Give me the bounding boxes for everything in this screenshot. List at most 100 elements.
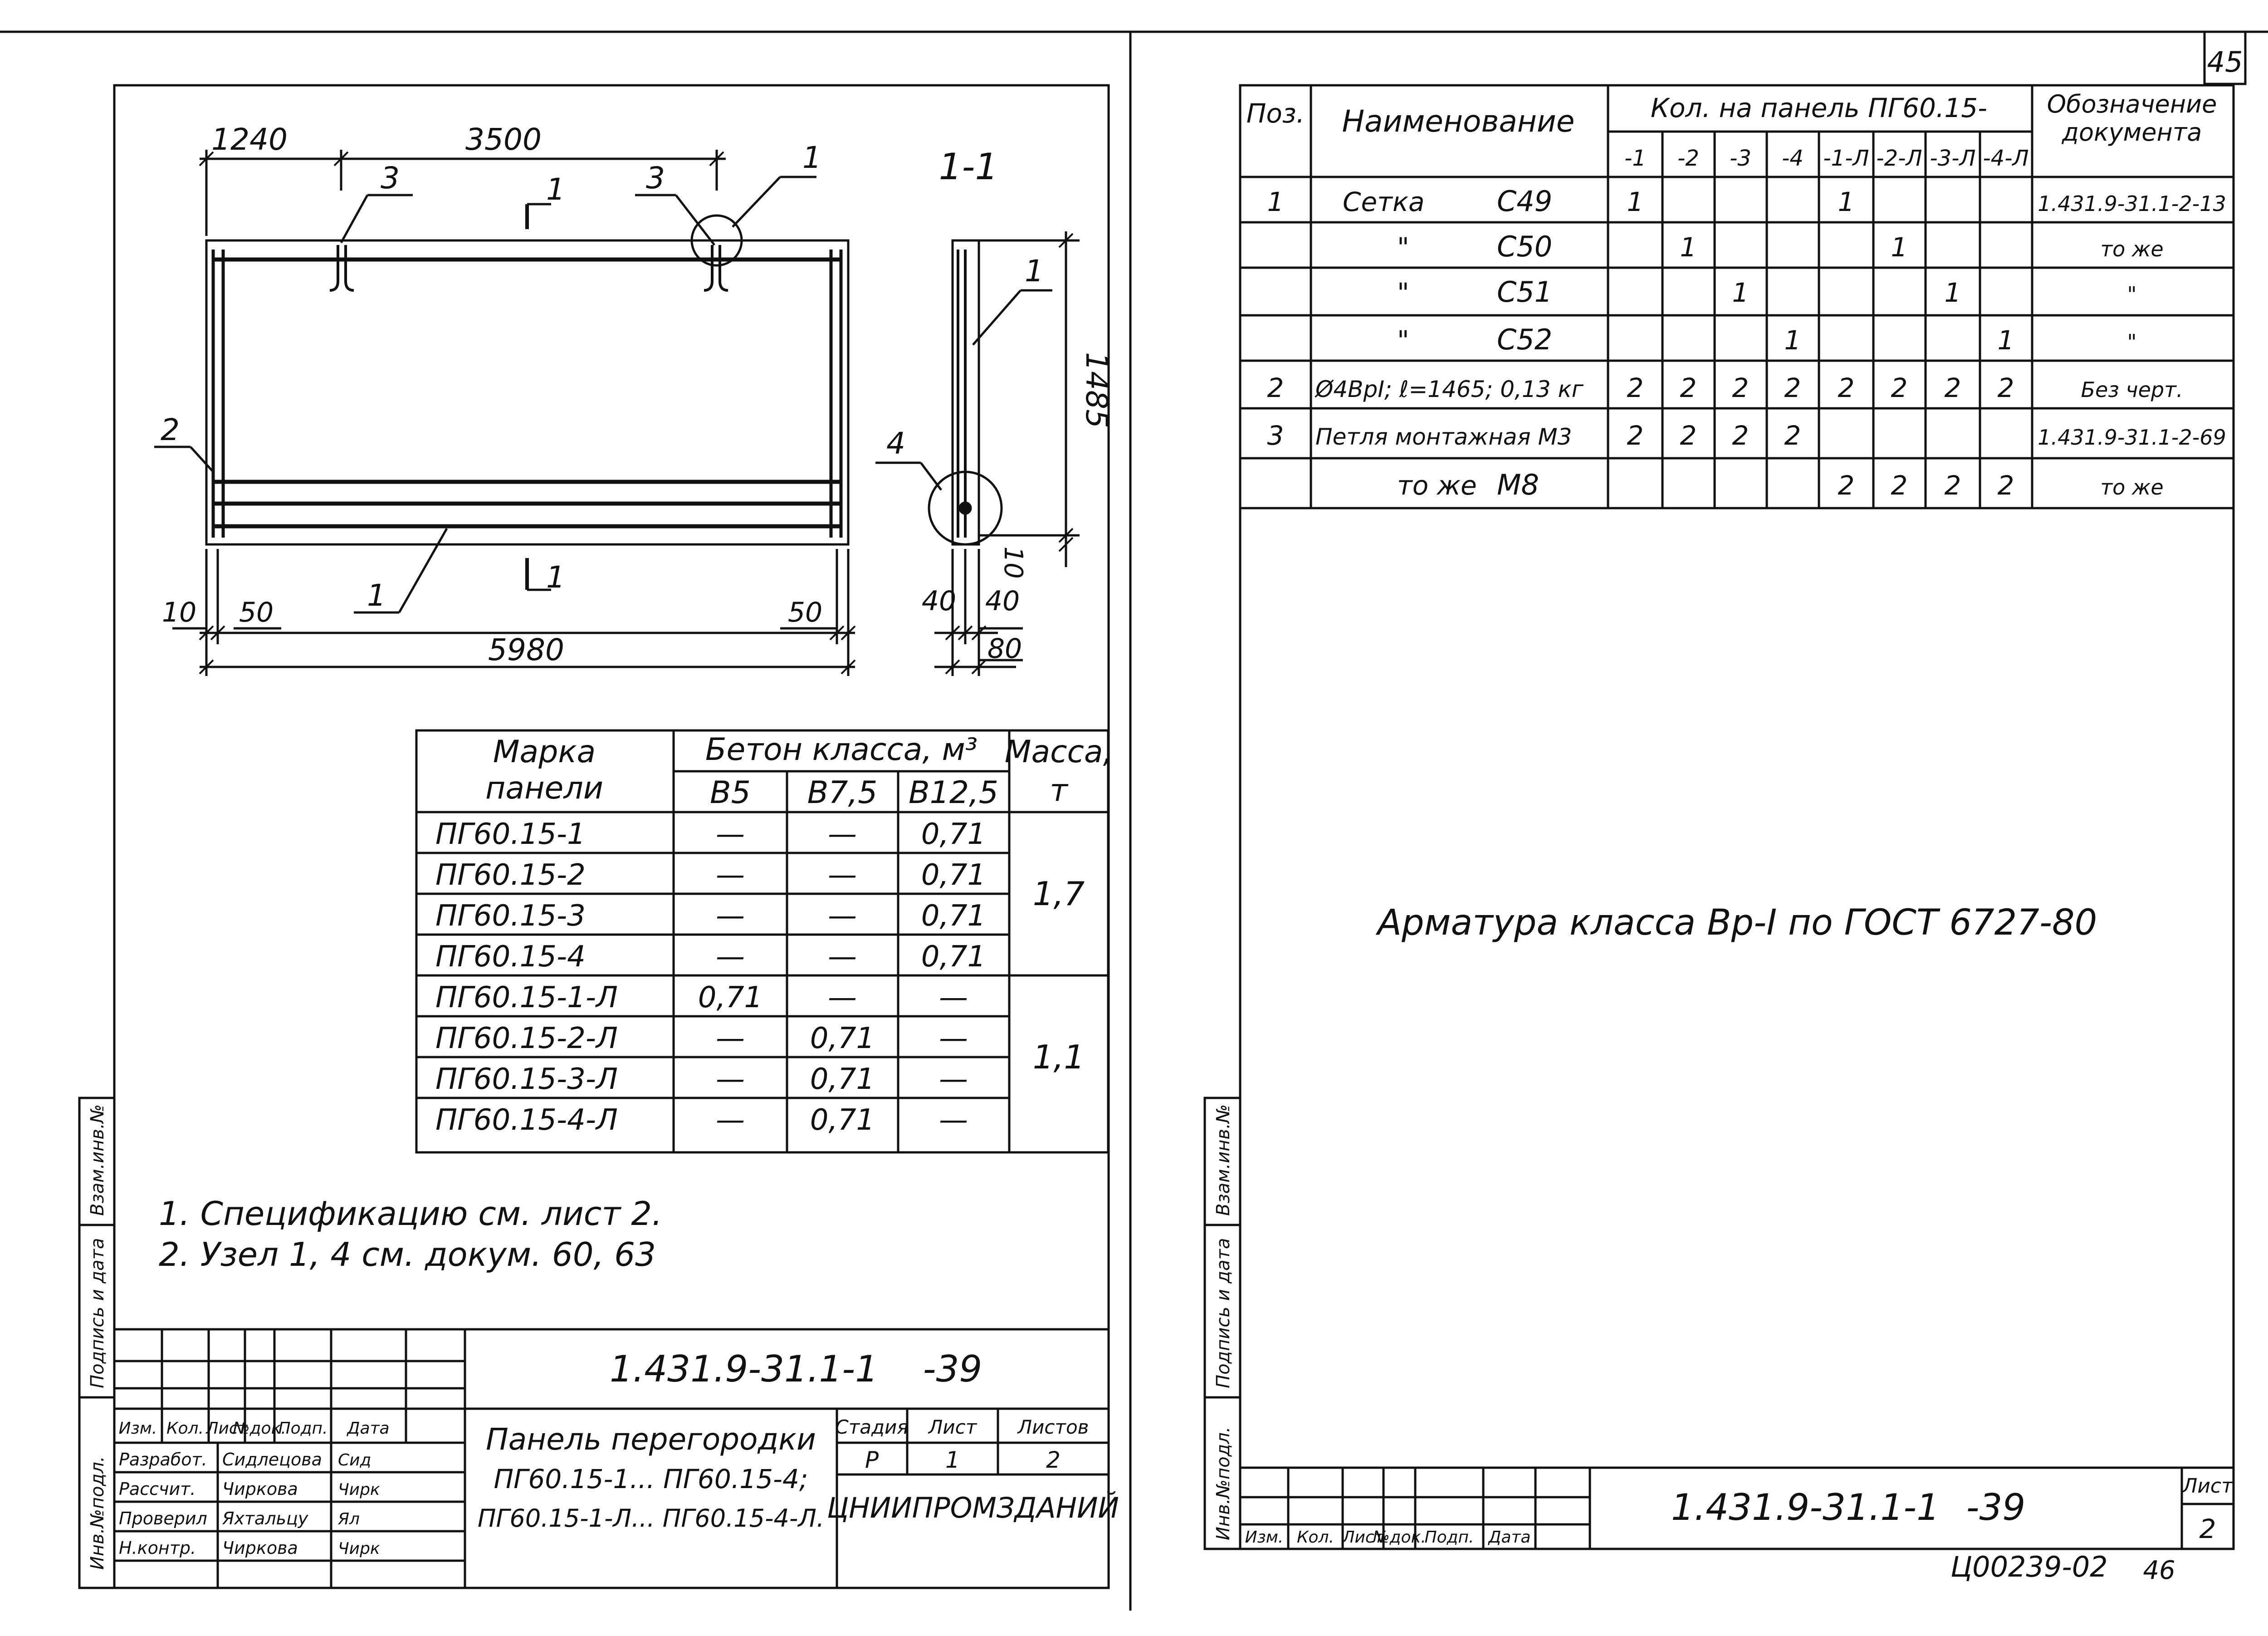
spec-row-pos: 3 — [1267, 420, 1284, 451]
section-mark-top: 1 — [546, 172, 565, 207]
spec-row-name: то же — [1397, 470, 1477, 501]
left-stamp-col-header: Изм. — [119, 1419, 157, 1438]
mass-table-grid — [415, 729, 1110, 1154]
spec-variant-headers: -1-2-3-4-1-Л-2-Л-3-Л-4-Л — [1624, 146, 2029, 171]
mass-row-b5: — — [716, 899, 745, 933]
node-4-circle — [928, 470, 1003, 546]
mass-value-2: 1,1 — [1033, 1038, 1085, 1076]
dim-3500: 3500 — [465, 122, 542, 157]
spec-row-mark: С49 — [1497, 185, 1552, 218]
mass-header-mass-1: Масса, — [1005, 734, 1113, 770]
spec-variant-header: -1-Л — [1823, 146, 1869, 171]
mass-row-b7-5: 0,71 — [810, 1063, 875, 1096]
left-stamp-col-header: Подп. — [279, 1419, 328, 1438]
right-side-strip — [1203, 1097, 1242, 1550]
right-frame — [1239, 84, 2235, 1550]
panel-outline — [205, 239, 850, 546]
mass-row-b12-5: 0,71 — [921, 899, 986, 933]
dim-50-right: 50 — [788, 597, 822, 628]
spec-row-mark: М8 — [1497, 468, 1539, 501]
sheet-value: 1 — [945, 1447, 960, 1473]
left-stamp-role: Разработ. — [119, 1450, 207, 1469]
mass-row-b5: — — [716, 1022, 745, 1055]
left-stamp-col-header: №док. — [232, 1419, 286, 1438]
left-stamp-name: Чиркова — [222, 1538, 298, 1558]
spec-row-qty: 1 — [1998, 325, 2014, 356]
right-doc-suffix: -39 — [1966, 1486, 2026, 1528]
callout-1-section: 1 — [1025, 254, 1044, 289]
stage-label: Стадия — [835, 1416, 908, 1438]
page-number-box — [2203, 30, 2247, 85]
callout-1-top: 1 — [802, 140, 821, 175]
mass-row-b7-5: 0,71 — [810, 1103, 875, 1137]
spec-row-qty: 2 — [1998, 372, 2014, 403]
note-2: 2. Узел 1, 4 см. докум. 60, 63 — [159, 1235, 656, 1274]
mass-row-b12-5: — — [939, 981, 968, 1014]
left-doc-code: 1.431.9-31.1-1 — [610, 1348, 878, 1390]
spec-row-doc: то же — [2100, 475, 2163, 500]
strip-label-replace-right: Взам.инв.№ — [1213, 1104, 1234, 1216]
mass-row-b7-5: — — [828, 858, 857, 892]
strip-label-inv-right: Инв.№подл. — [1213, 1426, 1234, 1540]
spec-table-grid — [1240, 85, 2234, 509]
spec-row-name: Петля монтажная М3 — [1315, 424, 1572, 450]
left-stamp-signature: Ял — [337, 1510, 360, 1528]
mass-class-b5: B5 — [710, 775, 751, 811]
left-side-strip — [78, 1097, 116, 1589]
right-stamp-col-header: Изм. — [1245, 1528, 1284, 1547]
spec-variant-header: -4 — [1782, 146, 1804, 171]
left-stamp-name: Яхтальцу — [222, 1509, 308, 1528]
mass-row-b7-5: — — [828, 818, 857, 851]
callout-3-left: 3 — [381, 161, 400, 196]
left-stamp-col-header: Кол. — [166, 1419, 204, 1438]
spec-row-qty: 2 — [1627, 372, 1644, 403]
mass-row-mark: ПГ60.15-3-Л — [435, 1063, 618, 1096]
mass-class-b7-5: B7,5 — [807, 775, 878, 811]
org-name: ЦНИИПРОМЗДАНИЙ — [827, 1491, 1119, 1524]
mass-value-1: 1,7 — [1033, 875, 1085, 913]
spec-row-qty: 2 — [1680, 372, 1697, 403]
callout-4: 4 — [886, 426, 905, 461]
callout-1-bottom: 1 — [367, 578, 386, 613]
left-stamp-col-header: Лист — [205, 1419, 248, 1438]
dim-10-section: 10 — [998, 546, 1028, 578]
callout-2: 2 — [161, 412, 180, 447]
panel-elevation — [154, 150, 856, 676]
dim-1240: 1240 — [211, 122, 288, 157]
page-number-top: 45 — [2207, 45, 2243, 78]
left-stamp-signature: Сид — [338, 1451, 371, 1469]
rebar-note: Арматура класса Вр-I по ГОСТ 6727-80 — [1375, 902, 2097, 943]
mass-table-rows: ПГ60.15-1——0,71ПГ60.15-2——0,71ПГ60.15-3—… — [435, 818, 986, 1137]
spec-row-mark: С50 — [1497, 230, 1552, 263]
spec-row-qty: 1 — [1838, 186, 1855, 217]
left-stamp-role: Н.контр. — [119, 1538, 196, 1558]
dim-50-left: 50 — [239, 597, 274, 628]
spec-row-doc: " — [2127, 330, 2136, 354]
right-stamp-col-header: №док. — [1372, 1528, 1426, 1547]
spec-variant-header: -2 — [1677, 146, 1699, 171]
mass-row-b12-5: — — [939, 1022, 968, 1055]
dim-80: 80 — [987, 633, 1022, 665]
spec-row-pos: 1 — [1267, 186, 1284, 217]
spec-variant-header: -4-Л — [1983, 146, 2028, 171]
mass-header-mark-2: панели — [485, 770, 603, 806]
spec-row-qty: 2 — [1998, 470, 2014, 501]
title-line-3: ПГ60.15-1-Л... ПГ60.15-4-Л. — [478, 1504, 824, 1533]
mass-row-b7-5: — — [828, 981, 857, 1014]
spec-row-qty: 2 — [1784, 372, 1801, 403]
spec-row-doc: 1.431.9-31.1-2-69 — [2038, 425, 2226, 450]
spec-row-mark: С51 — [1497, 275, 1552, 309]
spec-row-mark: С52 — [1497, 323, 1552, 356]
dim-40-left: 40 — [922, 585, 956, 617]
dim-5980: 5980 — [488, 632, 564, 667]
mass-row-b12-5: — — [939, 1063, 968, 1096]
spec-header-name: Наименование — [1342, 104, 1575, 139]
spec-row-qty: 2 — [1891, 372, 1908, 403]
mass-row-b12-5: 0,71 — [921, 940, 986, 974]
left-stamp-signature: Чирк — [338, 1539, 380, 1558]
left-stamp-signature: Чирк — [338, 1480, 380, 1499]
left-stamp-grid — [114, 1328, 1109, 1588]
spec-row-doc: то же — [2100, 237, 2163, 261]
